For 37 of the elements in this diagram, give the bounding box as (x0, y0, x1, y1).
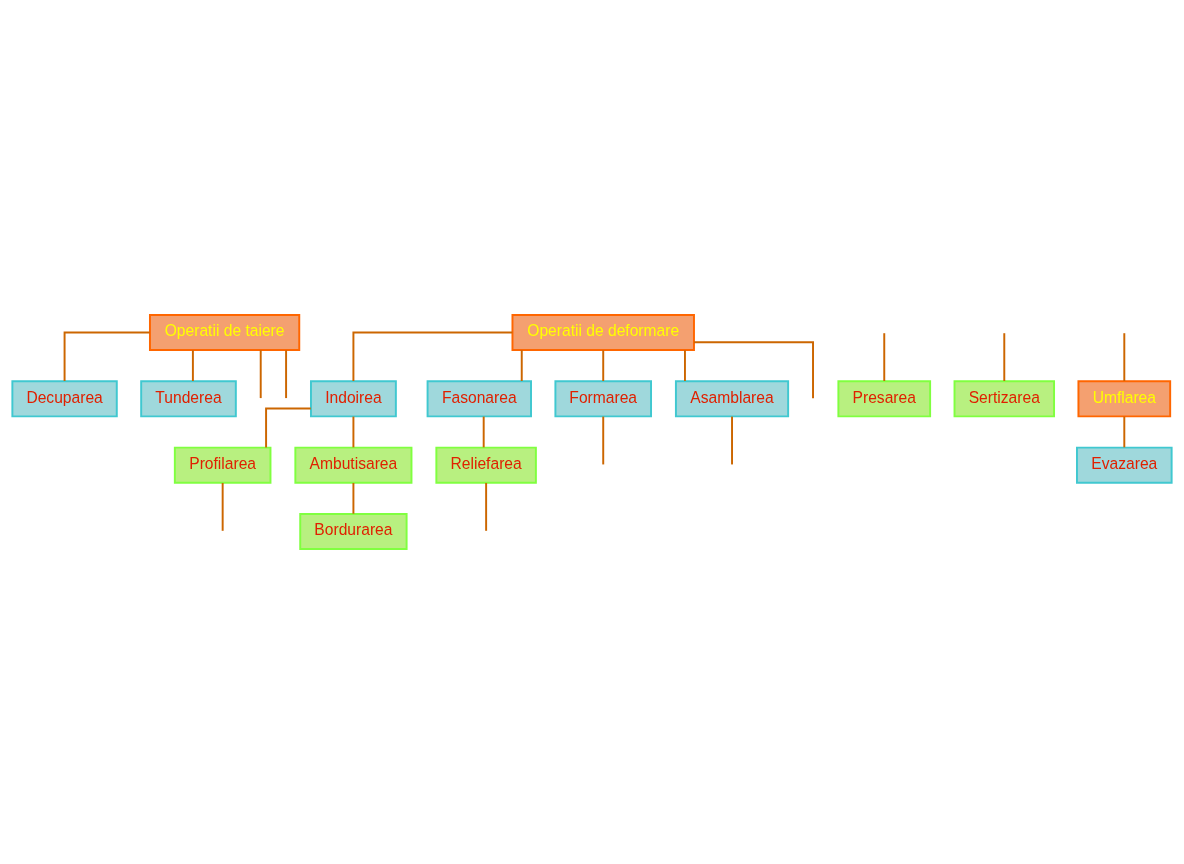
node-box: Formarea (554, 380, 652, 418)
connector (63, 331, 151, 382)
node-box: Tunderea (140, 380, 237, 418)
connector (191, 349, 194, 382)
connector (602, 415, 605, 466)
node-box: Sertizarea (953, 380, 1055, 418)
connector (265, 407, 312, 449)
connector (482, 415, 485, 449)
node-box: Asamblarea (674, 380, 790, 418)
connector (731, 415, 733, 466)
connector (1123, 415, 1126, 449)
connector (1003, 332, 1006, 382)
node-box: Umflarea (1077, 380, 1172, 418)
connector (352, 482, 355, 515)
node-box: Operatii de deformare (511, 313, 695, 351)
connector (285, 349, 288, 400)
connector (693, 341, 814, 400)
node-box: Evazarea (1076, 446, 1173, 484)
connector (683, 349, 686, 382)
node-box: Bordurarea (299, 513, 408, 551)
node-box: Indoirea (310, 380, 397, 418)
connector (259, 349, 262, 400)
node-box: Ambutisarea (294, 446, 413, 484)
connector (883, 332, 886, 382)
node-box: Fasonarea (426, 380, 532, 418)
node-box: Decuparea (11, 380, 118, 418)
connector (485, 482, 488, 532)
connector (520, 349, 523, 382)
connector (602, 349, 605, 382)
connector (352, 415, 355, 449)
connector (1123, 332, 1126, 382)
connector (221, 482, 224, 532)
node-box: Reliefarea (435, 446, 537, 484)
node-box: Profilarea (173, 446, 272, 484)
connector (352, 331, 514, 382)
node-box: Operatii de taiere (149, 313, 301, 351)
node-box: Presarea (837, 380, 932, 418)
